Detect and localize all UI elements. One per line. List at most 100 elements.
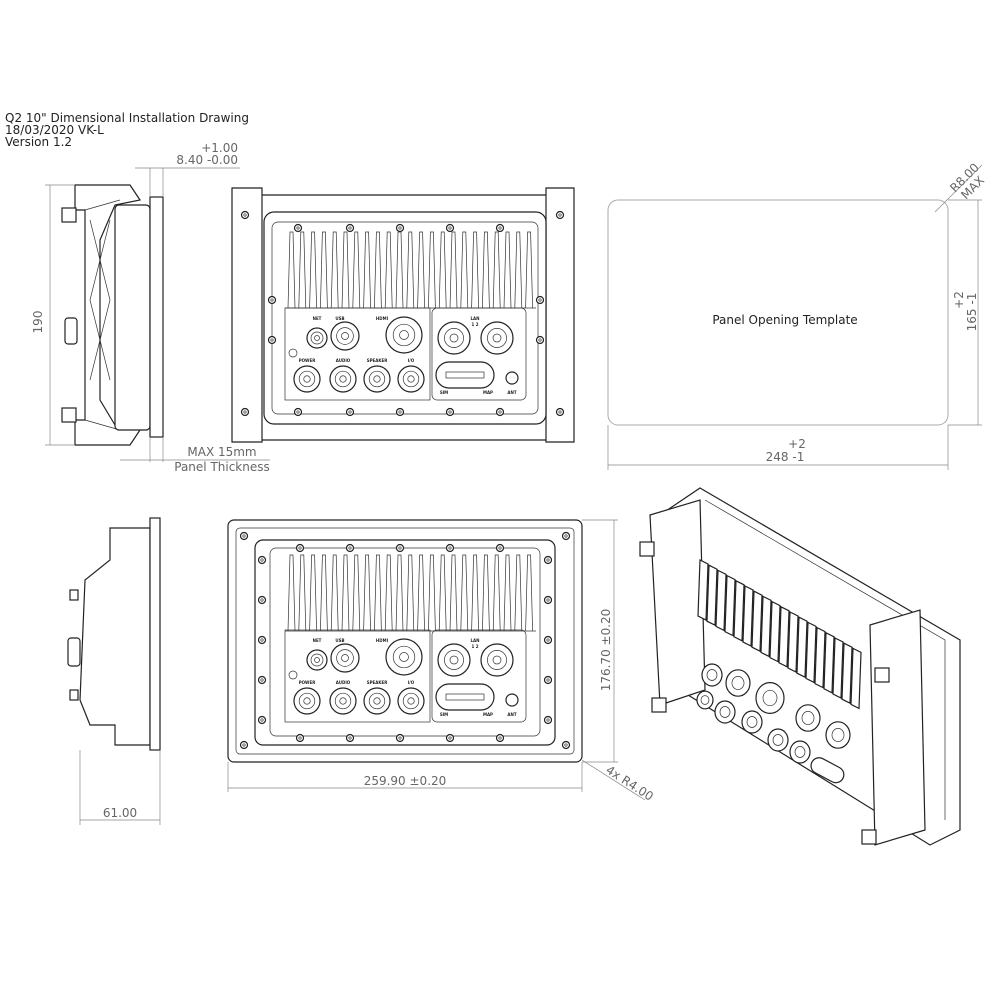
port-label-lan_numbers: 1 2 — [472, 644, 479, 649]
screw-head — [260, 638, 264, 642]
heatsink-fin — [471, 231, 479, 309]
heatsink-fin — [287, 231, 296, 309]
connector — [755, 681, 785, 714]
heatsink-fin — [309, 231, 317, 309]
screw-head — [546, 598, 550, 602]
screw-head — [398, 226, 402, 230]
io-port — [397, 687, 425, 715]
screw-icon — [293, 407, 303, 417]
usb-port-pin — [341, 654, 349, 662]
sim-map-tray — [810, 757, 845, 784]
port-label-hdmi: HDMI — [376, 316, 389, 321]
usb-port — [330, 643, 360, 673]
connector-inner — [719, 706, 731, 718]
heatsink-fin — [778, 605, 790, 668]
hdmi-port-inner — [392, 645, 416, 669]
heatsink-fin — [330, 554, 339, 632]
heatsink-fin — [492, 554, 501, 632]
usb-port-inner — [336, 327, 354, 345]
drawing-title: Q2 10" Dimensional Installation Drawing — [5, 111, 249, 125]
screw-icon — [257, 555, 267, 565]
screw-icon — [345, 407, 355, 417]
heatsink-fin — [406, 231, 415, 309]
screw-icon — [495, 543, 505, 553]
screw-head — [243, 213, 247, 217]
heatsink-fin — [460, 554, 469, 632]
heatsink-fin — [482, 554, 490, 632]
screw-icon — [561, 740, 571, 750]
heatsink-fin — [742, 585, 754, 647]
screw-icon — [345, 733, 355, 743]
screw-icon — [395, 407, 405, 417]
port-panel — [696, 663, 851, 784]
heatsink-fin — [363, 554, 371, 632]
usb-port-inner — [336, 649, 354, 667]
screw-icon — [555, 210, 565, 220]
screw-icon — [445, 733, 455, 743]
heatsink-fin — [298, 231, 307, 309]
port-label-io: I/O — [408, 358, 415, 363]
screw-head — [398, 736, 402, 740]
connector — [714, 700, 736, 724]
ground-icon — [288, 670, 298, 680]
panel-max-dimension: MAX 15mm — [187, 445, 256, 459]
connector — [789, 740, 811, 764]
heatsink-fin — [796, 616, 808, 679]
hdmi-port-inner — [392, 323, 416, 347]
screw-head — [564, 743, 568, 747]
power-port — [293, 687, 321, 715]
screw-head — [296, 410, 300, 414]
lan2-port-pin — [492, 655, 502, 665]
screw-head — [448, 736, 452, 740]
connector-inner — [831, 728, 845, 742]
screw-head — [498, 226, 502, 230]
connector — [725, 669, 751, 697]
screw-icon — [395, 733, 405, 743]
speaker-port-pin — [373, 375, 381, 383]
heatsink-fin — [320, 554, 328, 632]
screw-head — [348, 410, 352, 414]
heatsink-fin — [428, 554, 436, 632]
screw-head — [348, 546, 352, 550]
screw-head — [296, 226, 300, 230]
heatsink-fin — [503, 554, 512, 632]
usb-port — [330, 321, 360, 351]
port-label-speaker: SPEAKER — [367, 680, 388, 685]
screw-icon — [257, 675, 267, 685]
drawing-date-author: 18/03/2020 VK-L — [5, 123, 104, 137]
port-label-ant: ANT — [507, 712, 516, 717]
lan1-port — [437, 643, 471, 677]
connector — [795, 704, 821, 732]
heatsink-fin — [823, 631, 835, 694]
heatsink-fin — [352, 231, 361, 309]
screw-icon — [561, 531, 571, 541]
screws — [239, 531, 571, 750]
lan2-port-inner — [487, 328, 507, 348]
heatsink-fin — [525, 231, 533, 309]
knob-icon — [61, 207, 77, 223]
heatsink-fin — [841, 642, 853, 705]
flange-tolerance: +1.00 — [201, 141, 238, 155]
audio-port-inner — [334, 692, 352, 710]
lan2-port — [480, 321, 514, 355]
screw-head — [546, 678, 550, 682]
port-label-sim: SIM — [440, 712, 448, 717]
screw-head — [498, 410, 502, 414]
heatsink-fin — [814, 626, 826, 689]
heatsink-fin — [525, 554, 533, 632]
speaker-port — [363, 687, 391, 715]
ant-port — [505, 371, 519, 385]
connector-inner — [731, 676, 745, 690]
port-label-net: NET — [313, 638, 322, 643]
io-port-inner — [402, 692, 420, 710]
screw-icon — [543, 595, 553, 605]
screw-icon — [295, 733, 305, 743]
usb-port-pin — [341, 332, 349, 340]
tray-slot — [445, 371, 485, 379]
speaker-port-inner — [368, 370, 386, 388]
port-panel-right — [431, 307, 527, 401]
screw-head — [398, 410, 402, 414]
screw-icon — [295, 543, 305, 553]
